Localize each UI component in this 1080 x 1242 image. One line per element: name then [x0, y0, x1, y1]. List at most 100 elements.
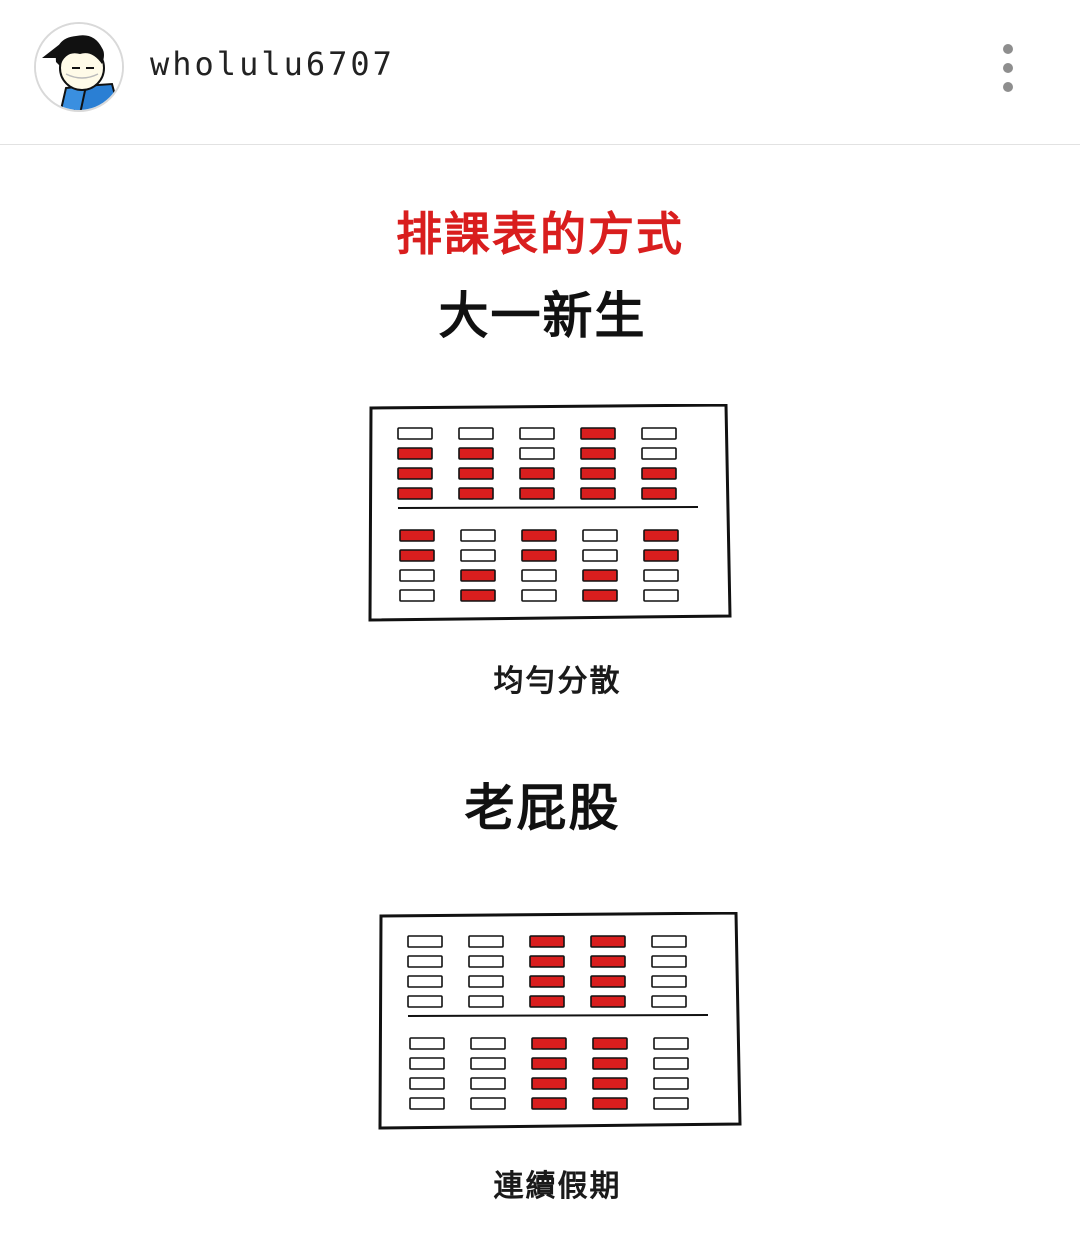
timetable-senior [378, 912, 742, 1130]
more-options-button[interactable] [988, 40, 1028, 96]
class-slot-empty [519, 447, 555, 460]
class-slot-empty [651, 975, 687, 988]
class-slot-filled [531, 1097, 567, 1110]
post-title: 排課表的方式 [396, 207, 684, 261]
class-slot-empty [641, 447, 677, 460]
more-vertical-icon-dot [1003, 63, 1013, 73]
class-slot-empty [468, 995, 504, 1008]
class-slot-filled [592, 1097, 628, 1110]
class-slot-filled [590, 955, 626, 968]
class-slot-empty [407, 935, 443, 948]
class-slot-filled [641, 467, 677, 480]
more-vertical-icon [1003, 44, 1013, 54]
timetable-frame [378, 912, 742, 1130]
class-slot-filled [519, 487, 555, 500]
class-slot-empty [470, 1057, 506, 1070]
class-slot-empty [409, 1057, 445, 1070]
timetable-divider [407, 1014, 709, 1017]
class-slot-filled [531, 1077, 567, 1090]
class-slot-filled [397, 487, 433, 500]
class-slot-empty [399, 569, 435, 582]
class-slot-filled [529, 975, 565, 988]
class-slot-filled [529, 995, 565, 1008]
class-slot-empty [409, 1097, 445, 1110]
class-slot-empty [651, 935, 687, 948]
class-slot-empty [470, 1077, 506, 1090]
class-slot-empty [651, 995, 687, 1008]
class-slot-empty [521, 589, 557, 602]
post-image: 排課表的方式 大一新生 均勻分散 老屁股 連續假期 [0, 146, 1080, 1242]
class-slot-filled [582, 569, 618, 582]
class-slot-filled [580, 447, 616, 460]
class-slot-empty [653, 1037, 689, 1050]
class-slot-empty [409, 1077, 445, 1090]
class-slot-filled [580, 467, 616, 480]
class-slot-empty [468, 955, 504, 968]
class-slot-filled [582, 589, 618, 602]
timetable-frame [368, 404, 732, 622]
caption-senior: 連續假期 [493, 1169, 622, 1204]
class-slot-filled [590, 935, 626, 948]
class-slot-filled [458, 487, 494, 500]
class-slot-empty [643, 589, 679, 602]
class-slot-empty [460, 549, 496, 562]
class-slot-filled [592, 1037, 628, 1050]
class-slot-empty [470, 1097, 506, 1110]
class-slot-filled [458, 467, 494, 480]
class-slot-filled [519, 467, 555, 480]
class-slot-empty [519, 427, 555, 440]
class-slot-filled [529, 955, 565, 968]
class-slot-empty [468, 935, 504, 948]
class-slot-filled [580, 487, 616, 500]
class-slot-filled [458, 447, 494, 460]
class-slot-filled [460, 569, 496, 582]
class-slot-empty [397, 427, 433, 440]
class-slot-filled [529, 935, 565, 948]
class-slot-empty [651, 955, 687, 968]
class-slot-empty [643, 569, 679, 582]
class-slot-filled [531, 1037, 567, 1050]
class-slot-empty [582, 549, 618, 562]
class-slot-filled [460, 589, 496, 602]
class-slot-empty [582, 529, 618, 542]
class-slot-empty [409, 1037, 445, 1050]
class-slot-filled [641, 487, 677, 500]
username[interactable]: wholulu6707 [150, 45, 395, 83]
class-slot-empty [460, 529, 496, 542]
more-vertical-icon-dot [1003, 82, 1013, 92]
avatar[interactable] [34, 22, 124, 112]
class-slot-empty [468, 975, 504, 988]
class-slot-filled [643, 529, 679, 542]
class-slot-filled [397, 447, 433, 460]
class-slot-filled [399, 549, 435, 562]
caption-freshman: 均勻分散 [493, 664, 622, 699]
timetable-freshman [368, 404, 732, 622]
class-slot-empty [653, 1057, 689, 1070]
class-slot-filled [399, 529, 435, 542]
class-slot-filled [592, 1057, 628, 1070]
class-slot-empty [521, 569, 557, 582]
class-slot-empty [653, 1097, 689, 1110]
class-slot-empty [641, 427, 677, 440]
class-slot-empty [407, 975, 443, 988]
class-slot-empty [407, 995, 443, 1008]
class-slot-empty [407, 955, 443, 968]
timetable-divider [397, 506, 699, 509]
class-slot-empty [458, 427, 494, 440]
class-slot-filled [592, 1077, 628, 1090]
class-slot-filled [580, 427, 616, 440]
class-slot-filled [521, 529, 557, 542]
cartoon-avatar-icon [36, 24, 122, 110]
class-slot-empty [653, 1077, 689, 1090]
class-slot-filled [521, 549, 557, 562]
class-slot-filled [531, 1057, 567, 1070]
class-slot-filled [643, 549, 679, 562]
class-slot-filled [590, 995, 626, 1008]
class-slot-filled [590, 975, 626, 988]
class-slot-filled [397, 467, 433, 480]
section-heading-senior: 老屁股 [464, 778, 621, 837]
post-header: wholulu6707 [0, 0, 1080, 145]
class-slot-empty [470, 1037, 506, 1050]
section-heading-freshman: 大一新生 [438, 286, 647, 345]
class-slot-empty [399, 589, 435, 602]
